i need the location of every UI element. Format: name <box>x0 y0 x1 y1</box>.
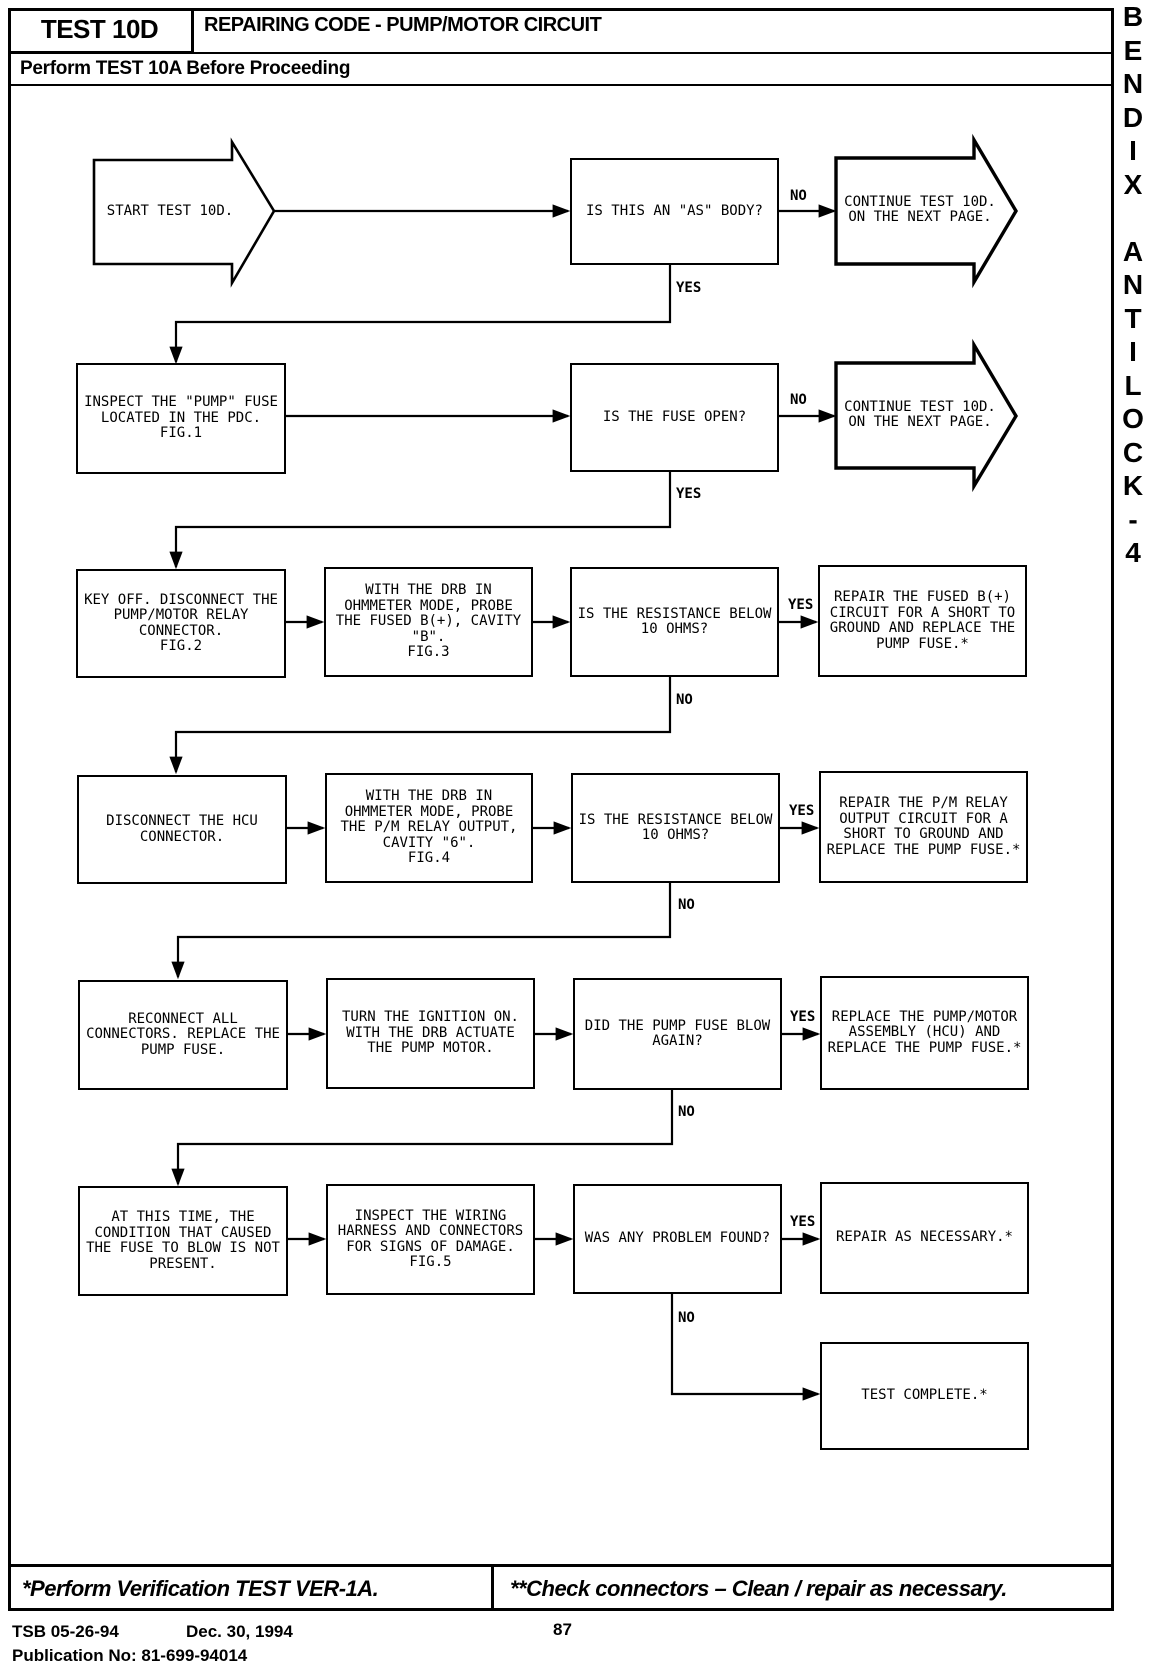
decision-resistance-1: IS THE RESISTANCE BELOW 10 OHMS? <box>570 567 779 677</box>
edge-label-no: NO <box>790 392 807 408</box>
side-banner-letter: A <box>1122 235 1144 267</box>
side-banner-letter: T <box>1124 302 1142 334</box>
condition-not-present-node: AT THIS TIME, THE CONDITION THAT CAUSED … <box>78 1186 288 1296</box>
page-frame <box>8 8 1114 1611</box>
repair-fused-node: REPAIR THE FUSED B(+) CIRCUIT FOR A SHOR… <box>818 565 1027 677</box>
side-banner-letter: L <box>1124 369 1142 401</box>
edge-label-yes: YES <box>789 803 815 819</box>
edge-label-no: NO <box>678 1104 695 1120</box>
continue-node-2: CONTINUE TEST 10D. ON THE NEXT PAGE. <box>844 398 996 430</box>
edge-label-no: NO <box>790 188 807 204</box>
side-banner-letter: N <box>1122 68 1144 99</box>
key-off-node: KEY OFF. DISCONNECT THE PUMP/MOTOR RELAY… <box>76 569 286 678</box>
edge-label-yes: YES <box>676 486 702 502</box>
edge-label-no: NO <box>678 897 695 913</box>
edge-label-yes: YES <box>790 1009 816 1025</box>
repair-as-necessary-node: REPAIR AS NECESSARY.* <box>820 1182 1029 1294</box>
prerequisite-rule <box>8 84 1114 86</box>
repair-relay-node: REPAIR THE P/M RELAY OUTPUT CIRCUIT FOR … <box>819 771 1028 883</box>
connectors-note: **Check connectors – Clean / repair as n… <box>494 1564 1114 1611</box>
disconnect-hcu-node: DISCONNECT THE HCU CONNECTOR. <box>77 775 287 884</box>
decision-resistance-2: IS THE RESISTANCE BELOW 10 OHMS? <box>571 773 780 883</box>
side-banner-letter: B <box>1122 1 1144 32</box>
side-banner-letter: E <box>1123 34 1143 66</box>
edge-label-yes: YES <box>676 280 702 296</box>
header-rule <box>194 52 1114 54</box>
start-node: START TEST 10D. <box>106 203 234 220</box>
side-banner-letter: X <box>1123 168 1143 200</box>
decision-fuse-open: IS THE FUSE OPEN? <box>570 363 779 472</box>
decision-abs-body: IS THIS AN "AS" BODY? <box>570 158 779 265</box>
side-banner-letter: I <box>1129 135 1137 166</box>
document-date: Dec. 30, 1994 <box>186 1622 293 1641</box>
page-number: 87 <box>553 1620 572 1639</box>
tsb-number: TSB 05-26-94 <box>12 1622 119 1641</box>
prerequisite-note: Perform TEST 10A Before Proceeding <box>20 58 351 79</box>
decision-problem-found: WAS ANY PROBLEM FOUND? <box>573 1184 782 1294</box>
test-id: TEST 10D <box>8 8 194 54</box>
continue-node-1: CONTINUE TEST 10D. ON THE NEXT PAGE. <box>844 193 996 225</box>
side-banner-letter: O <box>1122 403 1144 434</box>
side-banner-letter: C <box>1122 436 1144 468</box>
side-banner-letter: N <box>1122 269 1144 300</box>
verification-note: *Perform Verification TEST VER-1A. <box>8 1564 494 1611</box>
probe-fused-node: WITH THE DRB IN OHMMETER MODE, PROBE THE… <box>324 567 533 677</box>
decision-fuse-blow: DID THE PUMP FUSE BLOW AGAIN? <box>573 978 782 1090</box>
publication-number: Publication No: 81-699-94014 <box>12 1646 248 1665</box>
edge-label-no: NO <box>676 692 693 708</box>
ignition-node: TURN THE IGNITION ON. WITH THE DRB ACTUA… <box>326 978 535 1089</box>
page-title: REPAIRING CODE - PUMP/MOTOR CIRCUIT <box>204 14 602 36</box>
test-complete-node: TEST COMPLETE.* <box>820 1342 1029 1450</box>
edge-label-no: NO <box>678 1310 695 1326</box>
continue-arrow-shape-1 <box>834 133 1018 289</box>
continue-arrow-shape-2 <box>834 338 1018 493</box>
side-banner-letter: D <box>1122 101 1144 133</box>
edge-label-yes: YES <box>788 597 814 613</box>
side-banner-letter: K <box>1122 470 1144 501</box>
reconnect-node: RECONNECT ALL CONNECTORS. REPLACE THE PU… <box>78 980 288 1090</box>
probe-relay-node: WITH THE DRB IN OHMMETER MODE, PROBE THE… <box>325 773 533 883</box>
side-banner-letter: - <box>1128 503 1138 535</box>
side-banner-letter: 4 <box>1125 537 1141 568</box>
replace-hcu-node: REPLACE THE PUMP/MOTOR ASSEMBLY (HCU) AN… <box>820 976 1029 1090</box>
side-banner-letter: I <box>1129 336 1137 367</box>
inspect-fuse-node: INSPECT THE "PUMP" FUSE LOCATED IN THE P… <box>76 363 286 474</box>
edge-label-yes: YES <box>790 1214 816 1230</box>
start-arrow-shape <box>92 137 276 288</box>
inspect-wiring-node: INSPECT THE WIRING HARNESS AND CONNECTOR… <box>326 1184 535 1295</box>
